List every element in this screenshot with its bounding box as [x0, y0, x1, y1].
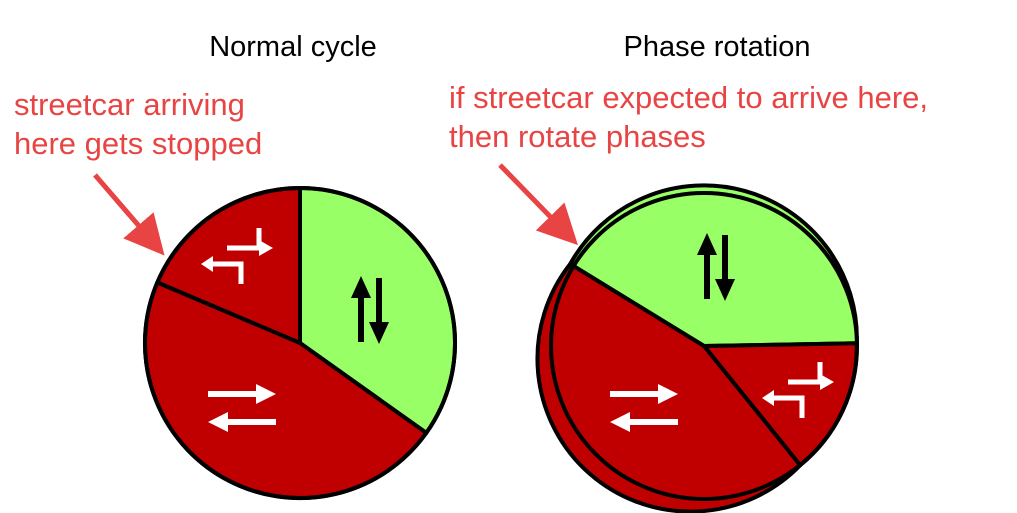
- phase-rotation-pie-outline: [549, 191, 859, 501]
- phase-rotation-title: Phase rotation: [623, 31, 810, 63]
- normal-cycle-note-line-1: streetcar arriving: [14, 87, 245, 122]
- north-south-arrows-icon: [697, 233, 735, 301]
- left-turn-arrows-icon: [201, 228, 273, 284]
- phase-rotation-note-line-1: if streetcar expected to arrive here,: [449, 80, 928, 115]
- east-west-arrows-icon: [610, 384, 678, 432]
- left-turn-arrows-icon: [762, 362, 834, 418]
- normal-cycle-note-line-2: here gets stopped: [14, 126, 262, 161]
- phase-rotation-pointer-arrow: [498, 163, 578, 246]
- east-west-phase-segment: [535, 262, 803, 513]
- normal-cycle-pie-outline: [143, 186, 457, 500]
- normal-cycle-title: Normal cycle: [209, 31, 377, 63]
- east-west-arrows-icon: [208, 384, 276, 432]
- phase-rotation-note-line-2: then rotate phases: [449, 119, 706, 154]
- normal-cycle-pointer-arrow: [93, 173, 165, 256]
- phase-rotation-diagram: Phase rotation if streetcar expected to …: [449, 31, 928, 513]
- north-south-arrows-icon: [351, 276, 389, 344]
- normal-cycle-diagram: Normal cycle streetcar arriving here get…: [14, 31, 457, 501]
